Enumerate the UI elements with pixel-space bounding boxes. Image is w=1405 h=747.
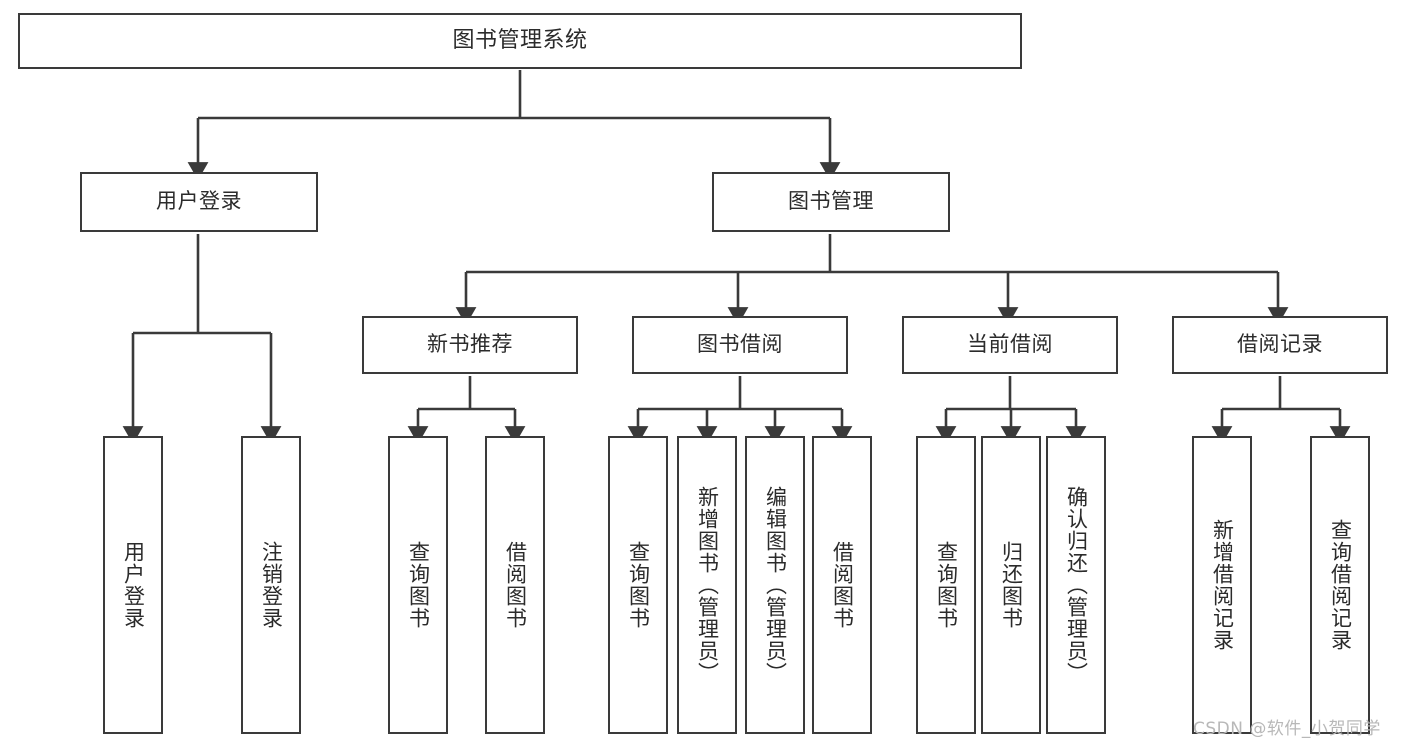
node-borrow-record[interactable]: 借阅记录: [1172, 316, 1388, 374]
node-leaf-add-book[interactable]: 新增图书（管理员）: [677, 436, 737, 734]
node-label: 注销登录: [259, 541, 284, 629]
node-leaf-user-login[interactable]: 用户登录: [103, 436, 163, 734]
node-label: 归还图书: [999, 541, 1024, 629]
node-label: 借阅记录: [1237, 332, 1323, 357]
node-label: 借阅图书: [830, 541, 855, 629]
node-label: 查询图书: [406, 541, 431, 629]
node-leaf-add-borrow-record[interactable]: 新增借阅记录: [1192, 436, 1252, 734]
node-label: 用户登录: [121, 541, 146, 629]
node-root-book-management-system[interactable]: 图书管理系统: [18, 13, 1022, 69]
node-leaf-borrow-book-1[interactable]: 借阅图书: [485, 436, 545, 734]
node-user-login[interactable]: 用户登录: [80, 172, 318, 232]
node-label: 新增图书（管理员）: [695, 486, 720, 684]
node-current-borrow[interactable]: 当前借阅: [902, 316, 1118, 374]
watermark-text: CSDN @软件_小贺同学: [1193, 719, 1381, 739]
node-label: 查询借阅记录: [1328, 519, 1353, 651]
node-book-borrow[interactable]: 图书借阅: [632, 316, 848, 374]
node-label: 借阅图书: [503, 541, 528, 629]
node-label: 查询图书: [626, 541, 651, 629]
node-label: 图书管理: [788, 189, 874, 214]
node-label: 新增借阅记录: [1210, 519, 1235, 651]
node-leaf-query-borrow-record[interactable]: 查询借阅记录: [1310, 436, 1370, 734]
node-leaf-borrow-book-2[interactable]: 借阅图书: [812, 436, 872, 734]
node-leaf-return-book[interactable]: 归还图书: [981, 436, 1041, 734]
node-label: 用户登录: [156, 189, 242, 214]
node-leaf-query-book-2[interactable]: 查询图书: [608, 436, 668, 734]
node-label: 新书推荐: [427, 332, 513, 357]
node-leaf-confirm-return[interactable]: 确认归还（管理员）: [1046, 436, 1106, 734]
node-label: 确认归还（管理员）: [1064, 486, 1089, 684]
node-label: 查询图书: [934, 541, 959, 629]
node-label: 编辑图书（管理员）: [763, 486, 788, 684]
node-label: 当前借阅: [967, 332, 1053, 357]
node-leaf-edit-book[interactable]: 编辑图书（管理员）: [745, 436, 805, 734]
node-leaf-query-book-1[interactable]: 查询图书: [388, 436, 448, 734]
node-new-book-recommend[interactable]: 新书推荐: [362, 316, 578, 374]
node-label: 图书管理系统: [452, 27, 588, 53]
node-label: 图书借阅: [697, 332, 783, 357]
node-book-manage[interactable]: 图书管理: [712, 172, 950, 232]
node-leaf-logout-login[interactable]: 注销登录: [241, 436, 301, 734]
node-leaf-query-book-3[interactable]: 查询图书: [916, 436, 976, 734]
